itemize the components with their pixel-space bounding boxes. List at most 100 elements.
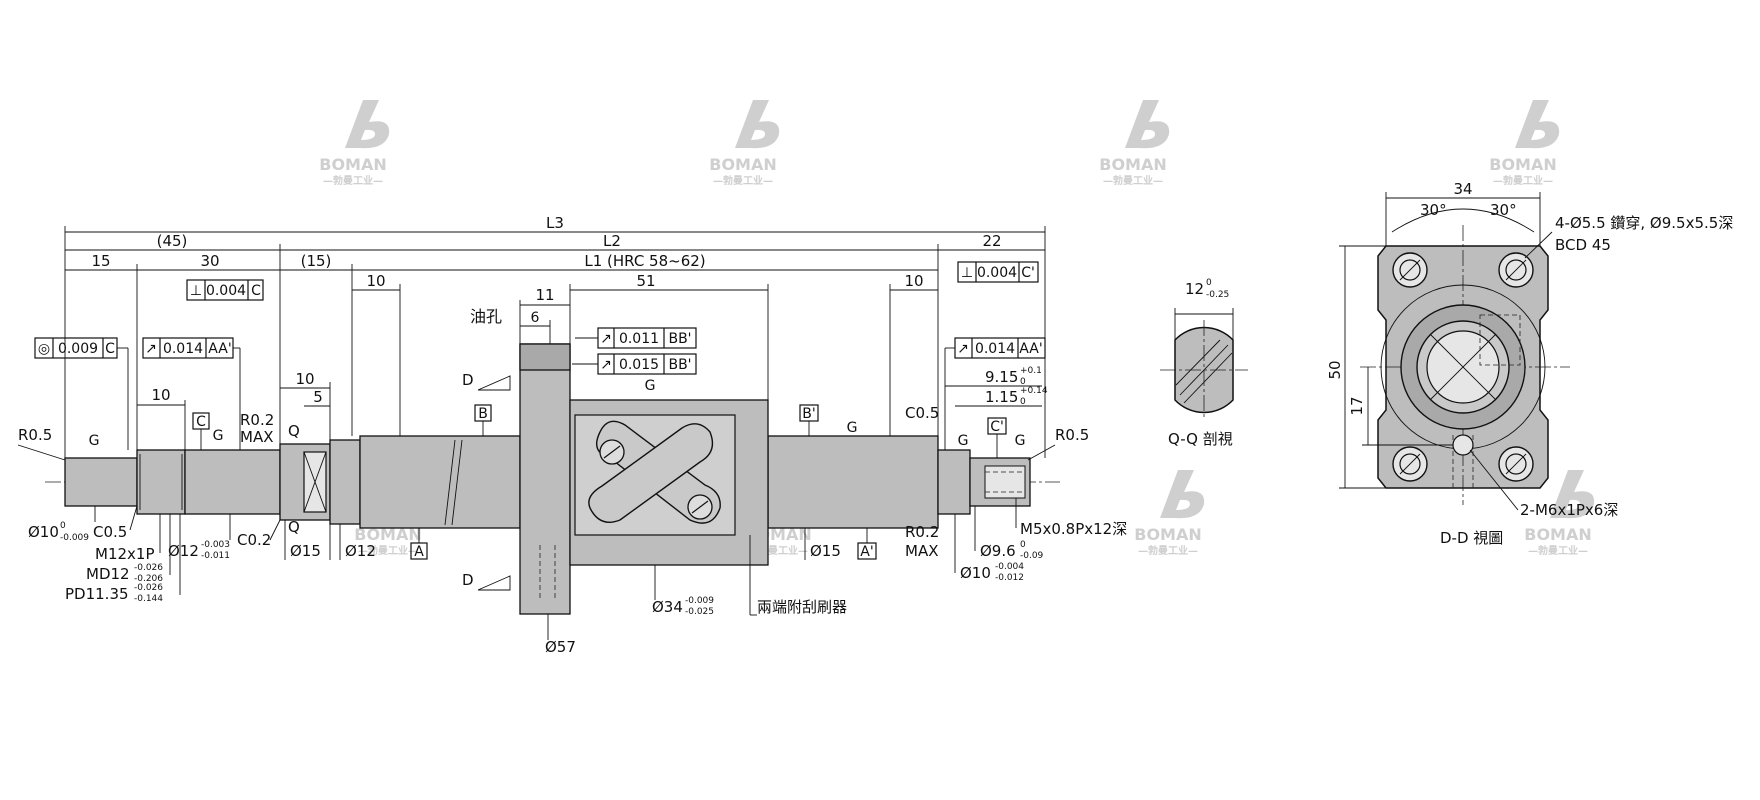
svg-text:AA': AA' xyxy=(208,341,231,357)
watermark-logo-icon: BOMAN —勃曼工业— xyxy=(1524,470,1595,557)
label-115: 1.15 xyxy=(985,388,1018,406)
label-dia12: Ø12 xyxy=(345,542,376,560)
left-end-journal xyxy=(64,457,138,507)
dd-view: 34 30° 30° 4-Ø5.5 鑽穿, Ø9.5x5.5深 BCD 45 5… xyxy=(1326,180,1733,547)
label-dia57: Ø57 xyxy=(545,638,576,656)
watermark-brand: BOMAN xyxy=(1489,155,1557,174)
ball-nut xyxy=(519,343,769,615)
label-dia96: Ø9.6 xyxy=(980,542,1016,560)
datum-a: A xyxy=(414,544,424,560)
svg-text:-0.144: -0.144 xyxy=(134,594,163,604)
dd-tap-hole xyxy=(1452,434,1474,456)
qq-section: 12 0 -0.25 Q-Q 剖視 xyxy=(1160,278,1248,448)
datum-labels: C C' B B' A A' R0.5 R0.5 G G G G G G R0.… xyxy=(17,371,1089,591)
frame-perp-c: ⊥ 0.004 C xyxy=(186,279,264,301)
label-r05-left: R0.5 xyxy=(18,426,52,444)
svg-text:0.015: 0.015 xyxy=(619,357,659,373)
dim-51: 51 xyxy=(636,272,655,290)
dim-5: 5 xyxy=(313,388,323,406)
svg-text:+0.14: +0.14 xyxy=(1020,386,1048,396)
dim-6: 6 xyxy=(531,310,540,326)
svg-text:0: 0 xyxy=(60,521,66,531)
svg-text:0: 0 xyxy=(1020,377,1026,387)
label-m12: M12x1P xyxy=(95,545,155,563)
svg-text:0.004: 0.004 xyxy=(977,265,1017,281)
svg-text:-0.009: -0.009 xyxy=(60,533,89,543)
screw-shaft xyxy=(64,435,1031,529)
runout-icon: ↗ xyxy=(145,341,157,357)
qq-title: Q-Q 剖視 xyxy=(1168,430,1233,448)
label-dia10: Ø10 xyxy=(28,523,59,541)
svg-text:0.014: 0.014 xyxy=(163,341,203,357)
svg-text:BB': BB' xyxy=(668,357,691,373)
watermark-brand: BOMAN xyxy=(709,155,777,174)
dim-10-q: 10 xyxy=(295,370,314,388)
frame-perp-c1: ⊥ 0.004 C' xyxy=(957,261,1039,283)
left-bearing-seat xyxy=(184,449,281,515)
runout-icon: ↗ xyxy=(600,331,612,347)
svg-text:-0.206: -0.206 xyxy=(134,574,163,584)
left-collar xyxy=(329,439,361,525)
label-d-bottom: D xyxy=(462,571,474,589)
label-g-1: G xyxy=(89,433,100,449)
label-pd: PD11.35 xyxy=(65,585,129,603)
watermark-sub: —勃曼工业— xyxy=(713,174,773,187)
dim-10-thread: 10 xyxy=(151,386,170,404)
dim-15-paren: (15) xyxy=(301,252,332,270)
svg-text:0.009: 0.009 xyxy=(58,341,98,357)
label-r02: R0.2 xyxy=(240,411,274,429)
watermark-brand: BOMAN xyxy=(1099,155,1167,174)
bottom-callouts: Ø10 0 -0.009 C0.5 M12x1P MD12 -0.026 -0.… xyxy=(28,366,1127,656)
label-c05-left: C0.5 xyxy=(93,523,127,541)
label-oil-hole: 油孔 xyxy=(470,307,502,326)
watermark-sub: —勃曼工业— xyxy=(1493,174,1553,187)
label-dia15-left: Ø15 xyxy=(290,542,321,560)
label-max-right: MAX xyxy=(905,542,938,560)
datum-a1: A' xyxy=(860,544,873,560)
dim-l3: L3 xyxy=(546,214,564,232)
label-wiper: 兩端附刮刷器 xyxy=(757,598,847,616)
label-915: 9.15 xyxy=(985,368,1018,386)
dim-l1: L1 (HRC 58~62) xyxy=(584,252,705,270)
svg-text:-0.003: -0.003 xyxy=(201,540,230,550)
svg-text:-0.004: -0.004 xyxy=(995,562,1024,572)
label-md12: MD12 xyxy=(86,565,130,583)
dd-angle-30b: 30° xyxy=(1490,201,1517,219)
frame-runout-aa-left: ↗ 0.014 AA' xyxy=(142,337,241,450)
frame-bb-2: ↗ 0.015 BB' xyxy=(572,353,697,375)
svg-text:C': C' xyxy=(1021,265,1035,281)
label-dia10-right: Ø10 xyxy=(960,564,991,582)
dim-10-left: 10 xyxy=(366,272,385,290)
label-dia12-tol: Ø12 xyxy=(168,542,199,560)
label-g-5: G xyxy=(958,433,969,449)
svg-text:-0.25: -0.25 xyxy=(1206,290,1229,300)
dd-hidden-rect xyxy=(1479,314,1521,366)
watermark-logo-icon: BOMAN —勃曼工业— xyxy=(1099,100,1170,187)
svg-text:0.014: 0.014 xyxy=(975,341,1015,357)
watermark-sub: —勃曼工业— xyxy=(358,544,418,557)
runout-icon: ↗ xyxy=(600,357,612,373)
label-g-2: G xyxy=(213,428,224,444)
dim-11: 11 xyxy=(535,286,554,304)
svg-text:-0.011: -0.011 xyxy=(201,551,230,561)
runout-icon: ↗ xyxy=(957,341,969,357)
watermark-logo-icon: BOMAN —勃曼工业— xyxy=(1134,470,1205,557)
frame-concentricity: ◎ 0.009 C xyxy=(34,337,129,450)
label-d-top: D xyxy=(462,371,474,389)
svg-text:0.004: 0.004 xyxy=(206,283,246,299)
frame-bb-1: ↗ 0.011 BB' xyxy=(575,327,697,349)
watermark-brand: BOMAN xyxy=(1134,525,1202,544)
concentricity-icon: ◎ xyxy=(38,341,50,357)
label-g-6: G xyxy=(1015,433,1026,449)
svg-text:0: 0 xyxy=(1020,540,1026,550)
svg-text:C: C xyxy=(251,283,261,299)
dd-m6: 2-M6x1Px6深 xyxy=(1520,501,1618,519)
watermark-logo-icon: BOMAN —勃曼工业— xyxy=(319,100,390,187)
watermark-sub: —勃曼工业— xyxy=(1528,544,1588,557)
label-g-4: G xyxy=(847,420,858,436)
nut-flange-top xyxy=(519,343,571,371)
right-bearing-seat xyxy=(937,449,971,515)
dim-45: (45) xyxy=(157,232,188,250)
label-q-bottom: Q xyxy=(288,518,300,536)
